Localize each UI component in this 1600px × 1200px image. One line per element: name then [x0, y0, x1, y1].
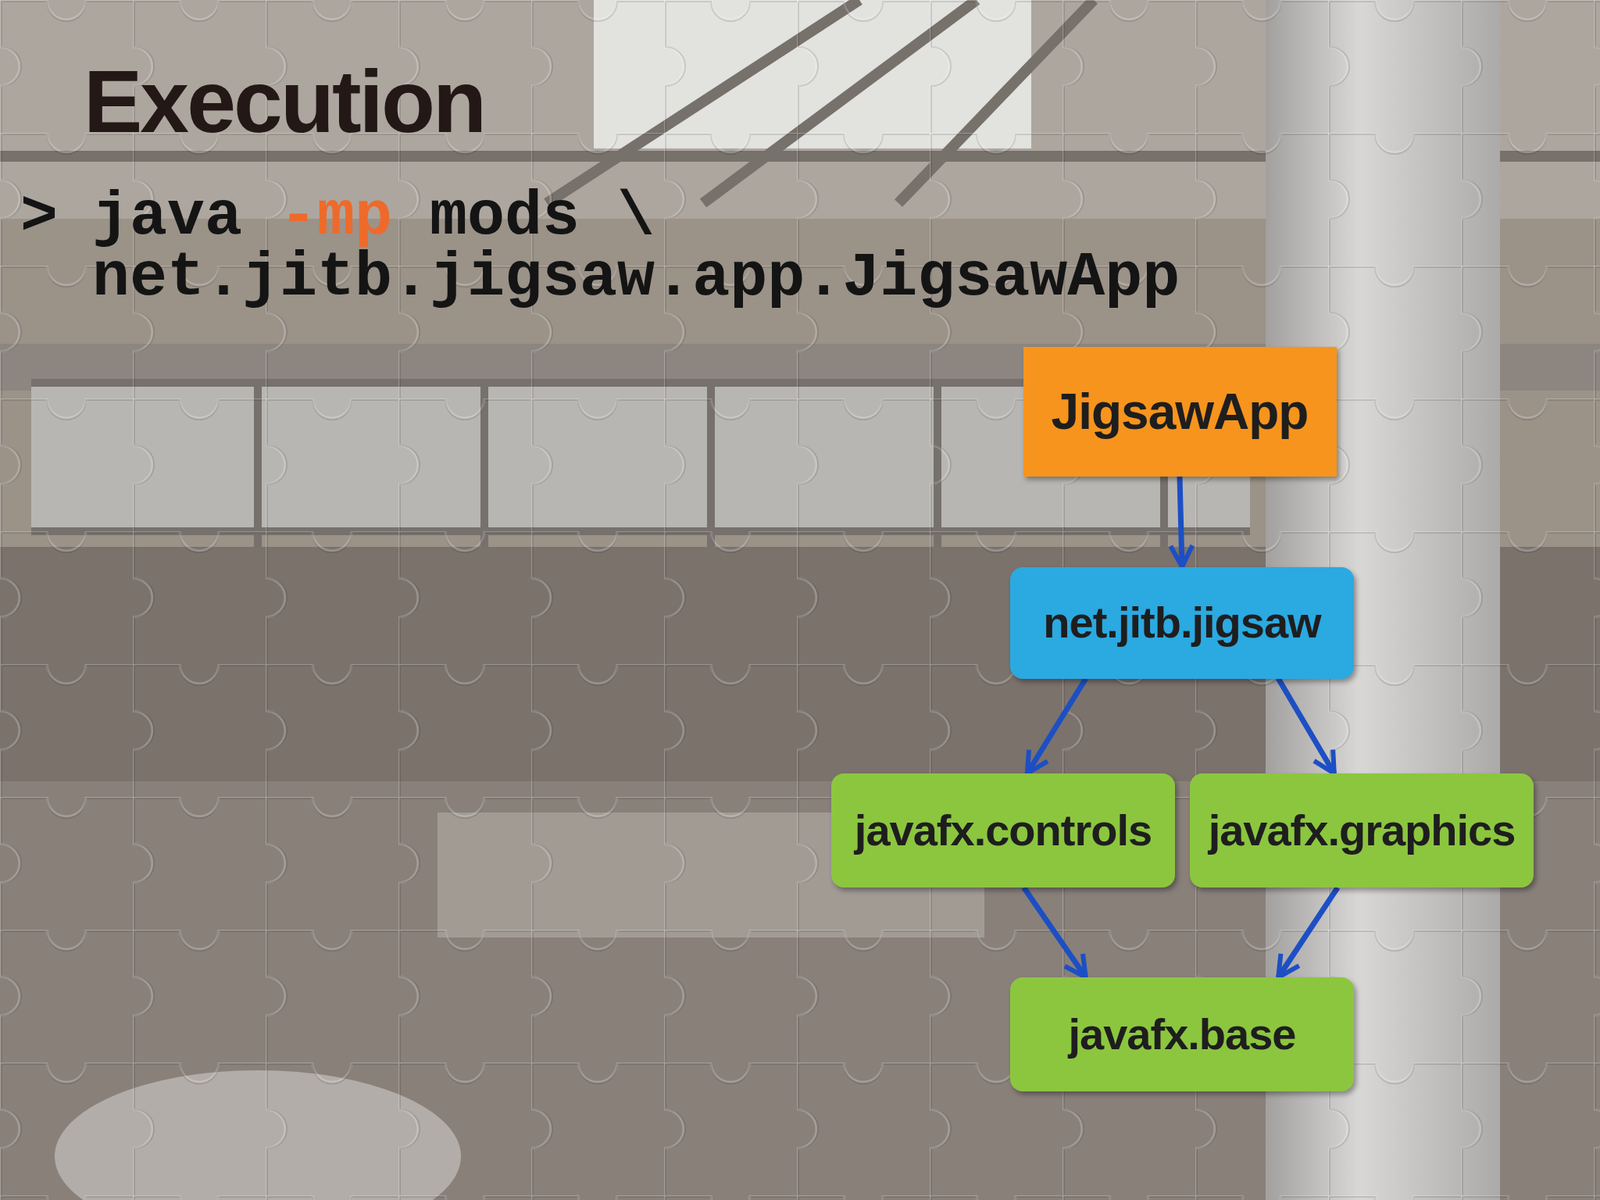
node-label: JigsawApp	[1051, 384, 1309, 440]
command-text: -mp	[279, 185, 393, 249]
command-text: net.jitb.jigsaw.app.JigsawApp	[92, 246, 1180, 310]
dependency-arrow	[1027, 678, 1086, 775]
command-text: mods \	[429, 185, 655, 249]
command-text: >	[20, 185, 58, 249]
node-label: javafx.graphics	[1208, 806, 1516, 855]
module-box: javafx.graphics	[1189, 773, 1534, 888]
module-box: net.jitb.jigsaw	[1010, 567, 1354, 679]
dependency-arrow	[1179, 476, 1183, 568]
node-label: javafx.controls	[854, 806, 1152, 855]
dependency-arrow	[1023, 887, 1086, 978]
command-text: java	[92, 185, 243, 249]
node-label: javafx.base	[1068, 1010, 1297, 1059]
module-box: javafx.base	[1010, 977, 1354, 1092]
node-label: net.jitb.jigsaw	[1042, 598, 1321, 647]
slide-title: Execution	[83, 57, 485, 147]
dependency-arrow	[1278, 678, 1335, 775]
module-box: javafx.controls	[831, 773, 1175, 888]
dependency-arrow	[1278, 887, 1338, 978]
app-box: JigsawApp	[1023, 346, 1337, 477]
